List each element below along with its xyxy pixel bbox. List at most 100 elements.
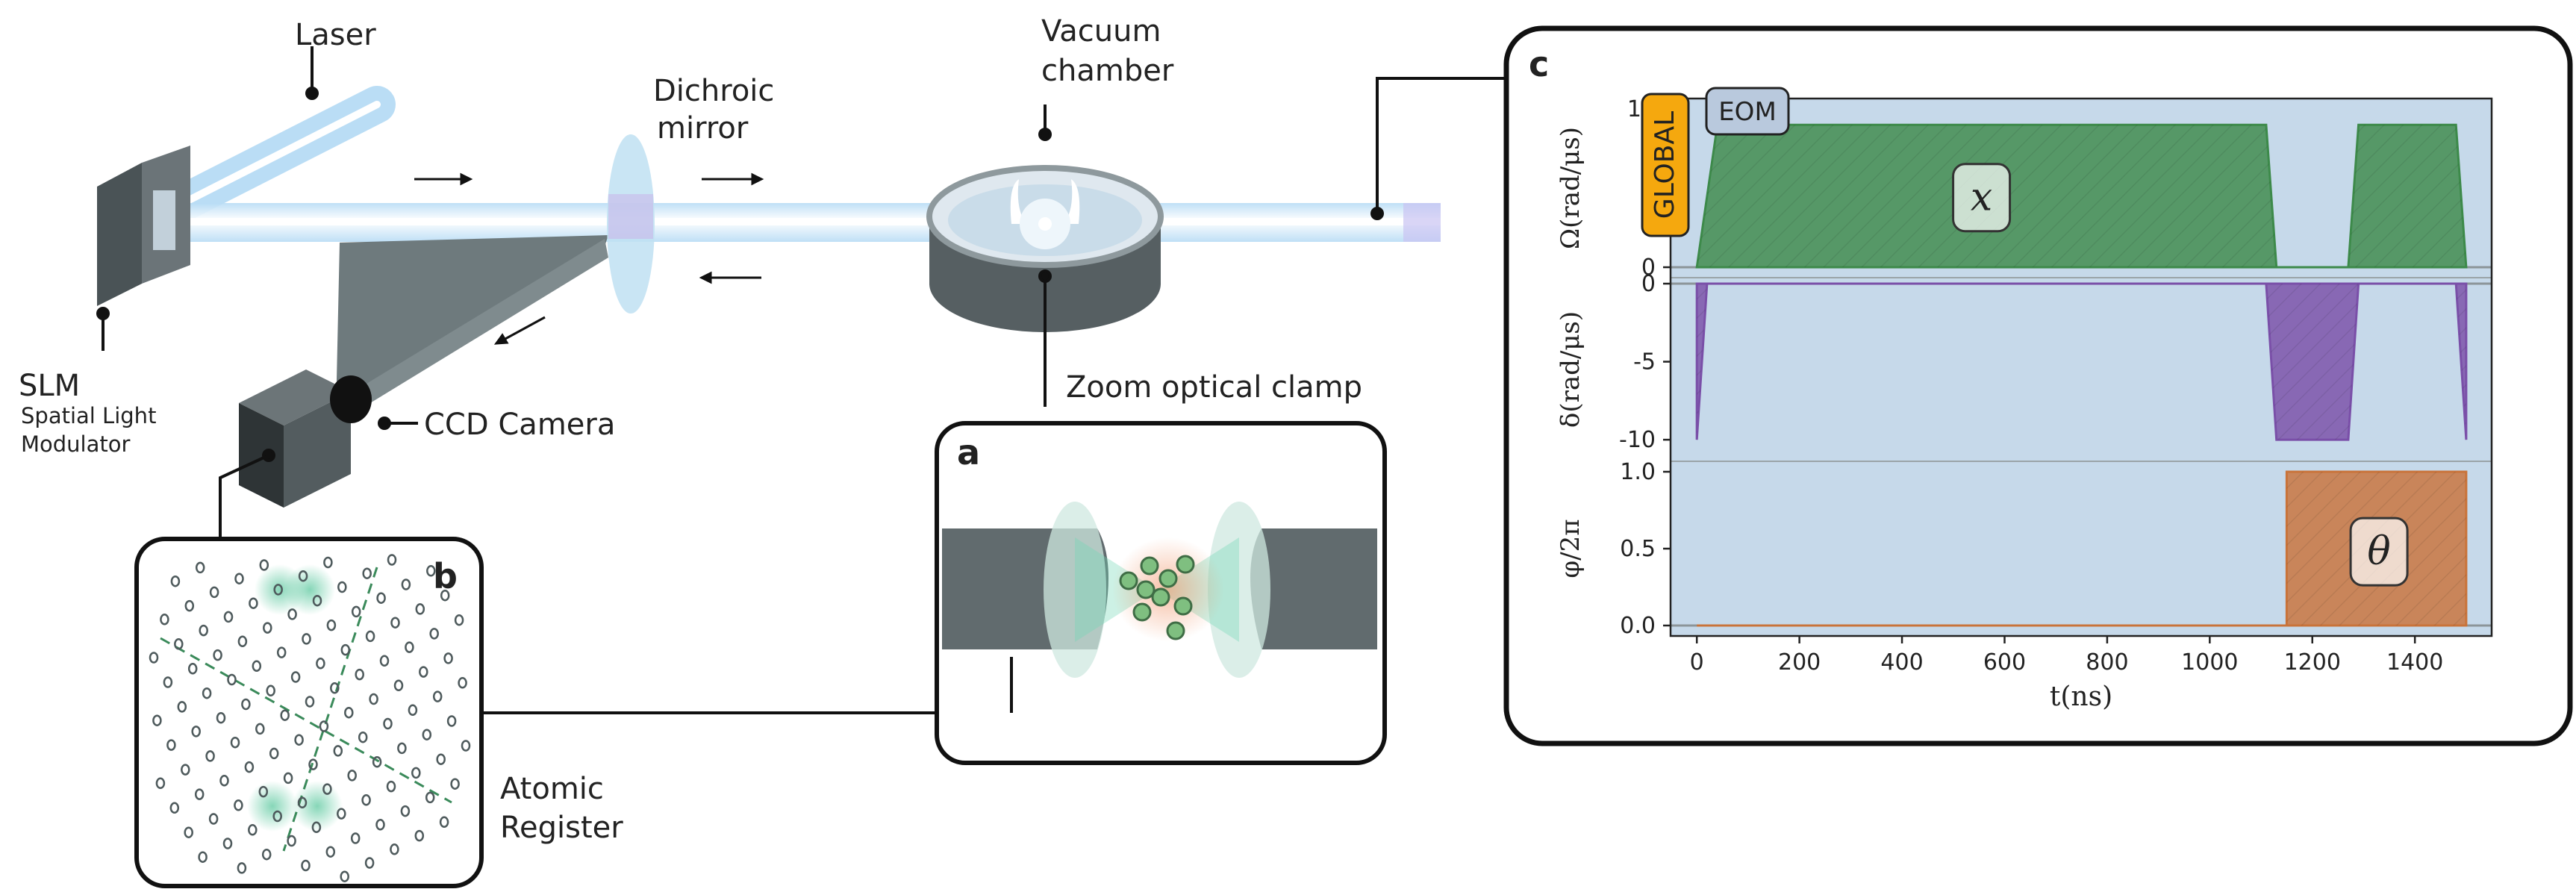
zoom-label: Zoom optical clamp [1066,370,1362,405]
lattice-site [440,589,450,602]
tag-box [2349,517,2409,587]
lattice-site [184,599,195,612]
lattice-site [276,646,287,658]
dichroic-label-2: mirror [657,111,749,146]
tag-box [1952,163,2012,233]
x-tick-label: 600 [1983,649,2026,676]
lattice-site [194,788,205,800]
lattice-site [411,767,421,779]
lattice-site [443,652,453,664]
trap-glow [284,564,335,615]
lattice-site [205,750,215,762]
lattice-site [152,714,162,726]
lattice-site [248,824,258,836]
lattice-site [166,739,176,751]
x-tick-label: 1200 [2284,649,2341,676]
series-hatch [1697,472,2466,626]
dichroic-label-1: Dichroic [653,74,774,108]
register-label-2: Register [500,811,623,845]
lattice-site [160,614,169,626]
lattice-site [458,677,467,689]
lattice-site [234,573,244,584]
lattice-site [259,559,269,571]
lattice-site [155,777,166,790]
eom-badge-label: EOM [1718,97,1777,127]
register-label-1: Atomic [500,772,604,806]
lattice-site [390,843,399,855]
lattice-site [369,693,378,705]
lattice-site [358,731,368,743]
lattice-site [213,649,222,661]
lattice-site [390,617,400,629]
lattice-site [365,630,375,643]
lattice-site [351,605,361,618]
lattice-site [301,859,311,872]
lattice-site [241,698,251,711]
lattice-site [415,603,425,615]
lattice-site [414,829,425,842]
panel-b: b [134,537,484,888]
lattice-site [375,819,385,831]
lattice-site [184,826,193,838]
lattice-site [305,696,315,708]
lattice-site [372,755,382,768]
lattice-site [294,734,304,746]
lattice-site [376,592,386,604]
lattice-site [344,706,354,719]
y-tick-label: -10 [1619,427,1656,453]
x-tick-label: 1400 [2386,649,2443,676]
laser-label: Laser [295,18,376,52]
lattice-site [429,628,439,640]
lattice-site [263,622,272,634]
lattice-site [347,770,357,782]
slm-device [97,146,190,306]
y-tick-label: 0.0 [1620,613,1656,639]
y-tick-label: 0.5 [1620,536,1656,562]
lattice-site [362,567,372,579]
lattice-site [446,715,457,727]
slm-full-label-2: Modulator [21,431,130,457]
lattice-site [216,711,226,724]
lattice-site [379,655,390,667]
lattice-site [273,584,283,596]
lattice-site [302,633,311,645]
lattice-site [199,624,208,637]
x-axis-label: t(ns) [2050,682,2112,712]
lattice-site [454,614,464,626]
lattice-site [169,802,180,814]
lattice-site [230,736,240,749]
lattice-site [419,666,428,678]
vacuum-label-2: chamber [1041,54,1174,88]
lattice-site [177,701,187,713]
lattice-site [340,643,351,656]
lattice-site [316,658,325,670]
lattice-site [170,575,181,587]
lattice-site [364,857,375,869]
global-badge [1641,93,1690,237]
lattice-site [340,870,349,882]
y-tick-label: 0 [1641,271,1656,297]
lattice-site [319,720,329,732]
lattice-site [227,673,237,686]
beam-arrows [414,172,764,345]
y-axis-label: φ/2π [1556,519,1585,578]
lattice-site [461,740,471,752]
lattice-site [322,783,332,795]
lattice-site [297,796,308,809]
lattice-site [163,676,173,688]
lattice-site [266,684,275,697]
ccd-camera [239,369,372,508]
lattice-site [386,780,396,793]
lattice-site [425,791,435,804]
y-axis-label: δ(rad/μs) [1556,311,1585,428]
lattice-site [202,687,212,699]
lattice-site [312,594,322,607]
lattice-site [439,816,449,829]
lattice-site [436,753,446,765]
lattice-site [405,641,414,653]
atom-lattice [149,554,471,882]
lattice-site [330,682,340,694]
lattice-site [187,663,198,675]
lattice-site [337,808,346,820]
